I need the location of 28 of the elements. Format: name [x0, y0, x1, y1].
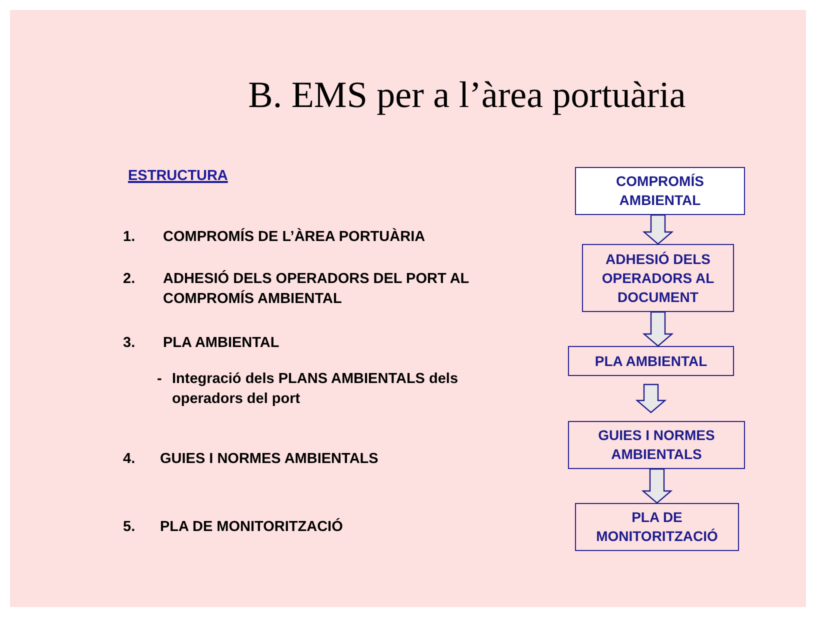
block-arrow — [641, 468, 673, 504]
list-marker: 4. — [123, 450, 136, 469]
box-label: PLA AMBIENTAL — [594, 352, 708, 370]
slide-title: B. EMS per a l’àrea portuària — [247, 74, 687, 117]
list-marker: 3. — [123, 334, 136, 353]
list-marker: 5. — [123, 518, 136, 537]
process-box — [568, 346, 734, 376]
list-marker: - — [157, 370, 162, 389]
process-box — [575, 167, 745, 215]
list-marker: 2. — [123, 270, 136, 289]
process-box — [575, 503, 739, 551]
block-arrow — [635, 384, 667, 414]
process-box — [568, 421, 745, 469]
list-item: PLA AMBIENTAL — [163, 334, 280, 353]
block-arrow — [642, 214, 674, 245]
list-item: Integració dels PLANS AMBIENTALS dels operadors del port — [172, 370, 460, 409]
box-label: PLA DE MONITORITZACIÓ — [595, 508, 719, 546]
box-label: GUIES I NORMES AMBIENTALS — [597, 426, 716, 464]
list-item: COMPROMÍS DE L’ÀREA PORTUÀRIA — [163, 227, 426, 247]
box-label: ADHESIÓ DELS OPERADORS AL DOCUMENT — [600, 250, 716, 306]
list-marker: 1. — [123, 228, 136, 247]
list-item: GUIES I NORMES AMBIENTALS — [160, 450, 378, 469]
section-heading: ESTRUCTURA — [128, 167, 228, 186]
process-box — [582, 244, 734, 312]
box-label: COMPROMÍS AMBIENTAL — [615, 172, 705, 210]
block-arrow — [642, 311, 674, 347]
list-item: ADHESIÓ DELS OPERADORS DEL PORT AL COMPROMÍS AMBIENTAL — [163, 269, 470, 309]
list-item: PLA DE MONITORITZACIÓ — [160, 517, 343, 537]
